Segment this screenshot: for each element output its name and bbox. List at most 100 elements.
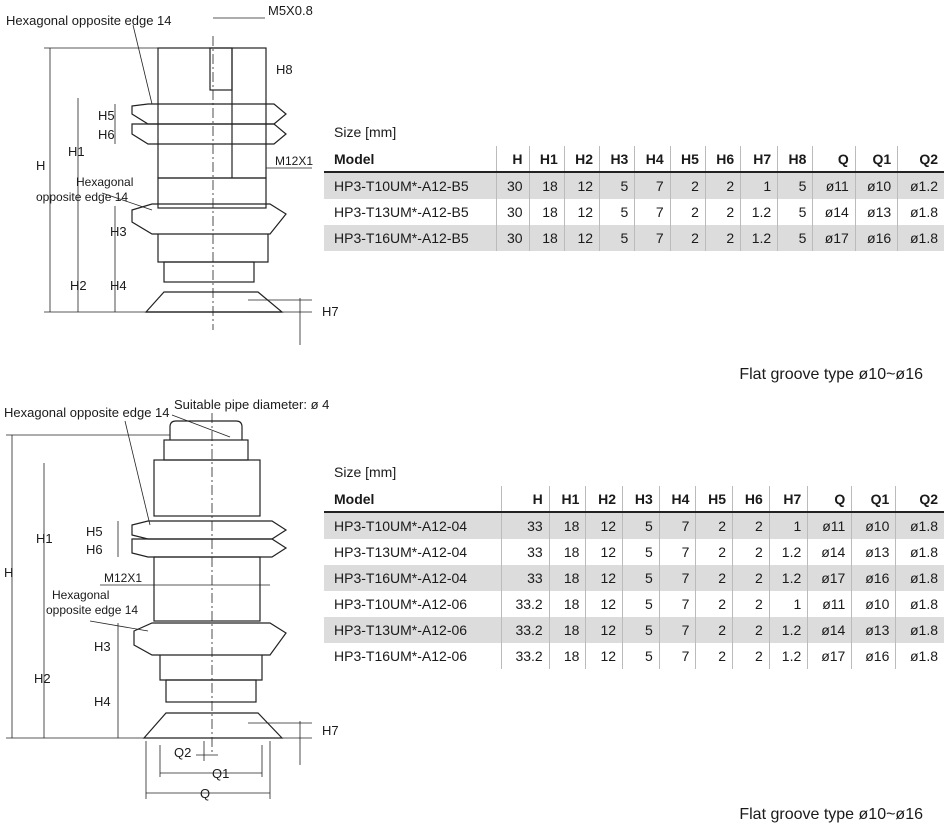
- column-header: H1: [548, 486, 586, 513]
- label-m12: M12X1: [104, 571, 142, 585]
- value-cell: ø10: [851, 512, 896, 539]
- value-cell: ø11: [807, 512, 852, 539]
- value-cell: 30: [495, 225, 530, 251]
- column-header: H2: [585, 486, 623, 513]
- value-cell: 7: [658, 512, 696, 539]
- value-cell: 5: [622, 565, 660, 591]
- value-cell: 5: [777, 225, 813, 251]
- value-cell: 5: [622, 539, 660, 565]
- value-cell: 5: [622, 591, 660, 617]
- value-cell: 2: [732, 565, 770, 591]
- column-header: H5: [695, 486, 733, 513]
- label-h6: H6: [98, 127, 115, 142]
- value-cell: 18: [548, 565, 586, 591]
- hex-nut-upper: [131, 103, 287, 125]
- value-cell: ø1.8: [895, 643, 944, 669]
- value-cell: 2: [669, 225, 706, 251]
- model-cell: HP3-T10UM*-A12-04: [324, 512, 502, 539]
- value-cell: 12: [585, 643, 623, 669]
- label-h4: H4: [110, 278, 127, 293]
- value-cell: ø16: [854, 225, 898, 251]
- value-cell: 18: [548, 643, 586, 669]
- value-cell: ø1.8: [895, 617, 944, 643]
- label-hex-mid-1: Hexagonal: [52, 588, 109, 602]
- hex-nut-upper: [131, 520, 288, 540]
- value-cell: ø13: [854, 199, 898, 225]
- value-cell: ø1.2: [897, 172, 944, 199]
- value-cell: ø11: [812, 172, 856, 199]
- label-hex-mid-2: opposite edge 14: [46, 603, 138, 617]
- fitting-drawing-04-06: Hexagonal opposite edge 14 Suitable pipe…: [4, 397, 339, 801]
- model-cell: HP3-T16UM*-A12-B5: [324, 225, 497, 251]
- value-cell: 33.2: [500, 643, 550, 669]
- fitting-drawing-b5: Hexagonal opposite edge 14 M5X0.8 H8 H5 …: [6, 3, 339, 345]
- value-cell: ø1.8: [897, 199, 944, 225]
- value-cell: 5: [622, 643, 660, 669]
- value-cell: 30: [495, 199, 530, 225]
- column-header: Model: [324, 486, 502, 513]
- value-cell: ø1.8: [895, 539, 944, 565]
- value-cell: 18: [528, 172, 565, 199]
- value-cell: ø1.8: [895, 512, 944, 539]
- column-header: Q1: [851, 486, 896, 513]
- suction-cup: [142, 712, 284, 739]
- threaded-body: [157, 47, 267, 179]
- suction-cup: [144, 291, 284, 313]
- column-header: H6: [732, 486, 770, 513]
- value-cell: ø14: [812, 199, 856, 225]
- column-header: Model: [324, 146, 497, 173]
- label-h6: H6: [86, 542, 103, 557]
- column-header: H6: [704, 146, 741, 173]
- value-cell: ø16: [851, 565, 896, 591]
- column-header: H3: [622, 486, 660, 513]
- column-header: H7: [768, 486, 808, 513]
- value-cell: 5: [599, 199, 635, 225]
- value-cell: 18: [548, 539, 586, 565]
- model-cell: HP3-T13UM*-A12-B5: [334, 204, 469, 220]
- value-cell: 2: [732, 539, 770, 565]
- value-cell: 2: [704, 199, 741, 225]
- value-cell: 2: [704, 225, 741, 251]
- value-cell: ø11: [807, 591, 852, 617]
- label-h1: H1: [36, 531, 53, 546]
- label-h3: H3: [110, 224, 127, 239]
- value-cell: ø17: [807, 643, 852, 669]
- value-cell: 2: [669, 199, 706, 225]
- label-h4: H4: [94, 694, 111, 709]
- value-cell: 12: [563, 172, 600, 199]
- model-cell: HP3-T10UM*-A12-06: [334, 596, 468, 612]
- value-cell: ø1.8: [895, 565, 944, 591]
- value-cell: 7: [658, 539, 696, 565]
- value-cell: 33: [500, 565, 550, 591]
- value-cell: 7: [634, 225, 671, 251]
- label-m5: M5X0.8: [268, 3, 313, 18]
- label-h5: H5: [86, 524, 103, 539]
- label-h7: H7: [322, 304, 339, 319]
- label-q1: Q1: [212, 766, 229, 781]
- value-cell: ø13: [851, 539, 896, 565]
- column-header: Q: [812, 146, 856, 173]
- value-cell: ø17: [807, 565, 852, 591]
- label-hex-top: Hexagonal opposite edge 14: [4, 405, 170, 420]
- value-cell: 1.2: [768, 539, 808, 565]
- label-q2: Q2: [174, 745, 191, 760]
- value-cell: 33.2: [500, 617, 550, 643]
- label-hex-mid-1: Hexagonal: [76, 175, 133, 189]
- value-cell: 33: [500, 512, 550, 539]
- value-cell: 2: [695, 643, 733, 669]
- value-cell: 1.2: [768, 643, 808, 669]
- column-header: Q1: [854, 146, 898, 173]
- value-cell: ø1.8: [897, 225, 944, 251]
- value-cell: 2: [695, 512, 733, 539]
- model-cell: HP3-T10UM*-A12-B5: [324, 172, 497, 199]
- value-cell: 2: [732, 617, 770, 643]
- column-header: H4: [658, 486, 696, 513]
- label-h5: H5: [98, 108, 115, 123]
